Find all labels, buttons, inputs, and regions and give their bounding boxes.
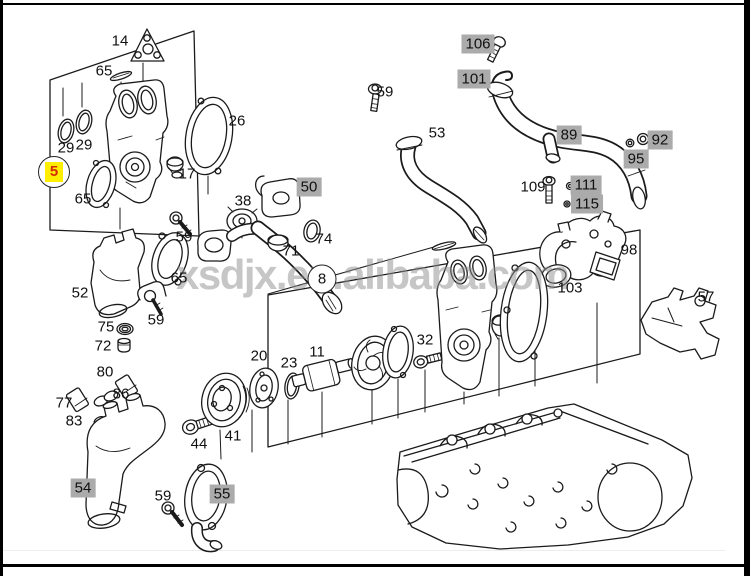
part-label-65-c: 65 <box>170 269 188 287</box>
coolant-pump-front-cover-drawing <box>105 79 169 204</box>
hub-20-drawing <box>249 367 279 409</box>
part-label-65-b: 65 <box>74 190 92 208</box>
pin-65-drawing <box>109 70 133 82</box>
part-label-103: 103 <box>557 279 583 297</box>
part-label-57: 57 <box>697 288 715 306</box>
part-label-80: 80 <box>96 363 114 381</box>
photo-edge-line <box>3 550 725 551</box>
engine-block-drawing <box>396 403 693 550</box>
flange-gasket-65c-drawing <box>151 232 189 286</box>
pump-gasket-small-drawing <box>382 325 414 379</box>
bolt-59d-drawing <box>161 501 184 527</box>
thermostat-cover-50-drawing <box>254 175 301 218</box>
part-label-54: 54 <box>70 478 96 498</box>
bolt-109-drawing <box>542 175 556 204</box>
bolt-59b-drawing <box>367 83 383 112</box>
watermark-text: xsdjx.en.alibaba.com <box>176 251 570 298</box>
part-label-86: 86 <box>112 385 130 403</box>
part-label-55: 55 <box>209 484 235 504</box>
plug-72-drawing <box>117 337 131 353</box>
part-label-65-a: 65 <box>95 62 113 80</box>
flange-piece-drawing <box>197 229 232 262</box>
flange-14-drawing <box>130 28 165 62</box>
coolant-pump-2-drawing <box>436 244 498 391</box>
part-label-92: 92 <box>647 130 673 150</box>
bracket-98-drawing <box>539 210 627 281</box>
part-label-41: 41 <box>224 427 242 445</box>
bolt-106-drawing <box>486 36 506 63</box>
part-label-50: 50 <box>296 177 322 197</box>
gasket-26-drawing <box>184 96 234 176</box>
part-label-11: 11 <box>309 343 325 361</box>
seal-75-drawing <box>116 322 134 336</box>
hose-53-drawing <box>395 135 488 244</box>
coolant-pipe-54-drawing <box>85 392 166 529</box>
pulley-41-drawing <box>201 372 250 428</box>
gasket-65b-drawing <box>85 159 117 209</box>
part-label-75: 75 <box>97 318 115 336</box>
part-label-26: 26 <box>228 112 246 130</box>
border-bottom <box>0 564 750 567</box>
part-label-29-a: 29 <box>57 139 75 157</box>
flange-pipe-55-drawing <box>184 463 228 553</box>
bolt-32-drawing <box>413 352 443 369</box>
part-label-77: 77 <box>55 394 73 412</box>
part-label-23: 23 <box>280 354 298 372</box>
plug-71-drawing <box>267 234 289 252</box>
part-label-101: 101 <box>457 69 491 89</box>
part-label-44: 44 <box>190 435 208 453</box>
border-top <box>0 3 750 5</box>
part-label-8: 8 <box>307 264 337 294</box>
part-label-59-d: 59 <box>154 487 172 505</box>
part-label-109: 109 <box>520 178 546 196</box>
bearing-shaft-11-drawing <box>291 358 356 392</box>
part-label-59-a: 59 <box>175 228 193 246</box>
plug-17-drawing <box>166 156 184 179</box>
part-label-53: 53 <box>428 124 446 142</box>
part-label-59-b: 59 <box>376 83 394 101</box>
part-label-17: 17 <box>178 165 196 183</box>
mount-77-drawing <box>65 387 89 413</box>
part-label-83: 83 <box>65 412 83 430</box>
bolt-59a-drawing <box>169 211 192 236</box>
o-ring-29b-drawing <box>75 109 93 135</box>
clamp-86-drawing <box>93 390 119 407</box>
bracket-57-drawing <box>640 287 720 360</box>
part-label-29-b: 29 <box>75 136 93 154</box>
part-label-59-c: 59 <box>147 311 165 329</box>
part-label-20: 20 <box>250 347 268 365</box>
part-label-95: 95 <box>623 149 649 169</box>
o-ring-74-drawing <box>303 219 321 243</box>
part-label-14: 14 <box>111 32 129 50</box>
part-label-38: 38 <box>234 192 252 210</box>
seal-115-drawing <box>563 200 571 208</box>
part-label-98: 98 <box>620 241 638 259</box>
pump-gasket-large-drawing <box>499 261 549 363</box>
part-label-52: 52 <box>71 284 89 302</box>
part-label-71: 71 <box>282 242 300 260</box>
bolt-59c-drawing <box>137 280 167 316</box>
part-label-111: 111 <box>570 175 602 195</box>
part-label-115: 115 <box>571 194 603 214</box>
o-ring-29a-drawing <box>57 118 75 144</box>
border-left <box>0 0 3 576</box>
pin-at-8-drawing <box>431 241 457 251</box>
part-label-32: 32 <box>416 331 434 349</box>
part-label-74: 74 <box>315 230 333 248</box>
part-label-89: 89 <box>556 125 582 145</box>
part-label-5: 5 <box>38 156 70 188</box>
o-ring-95-drawing <box>625 138 635 148</box>
highlight-box-5: 5 <box>44 161 64 183</box>
border-right <box>744 0 750 576</box>
part-label-106: 106 <box>461 34 495 54</box>
part-label-72: 72 <box>94 337 112 355</box>
thermostat-housing-52-drawing <box>90 228 145 319</box>
